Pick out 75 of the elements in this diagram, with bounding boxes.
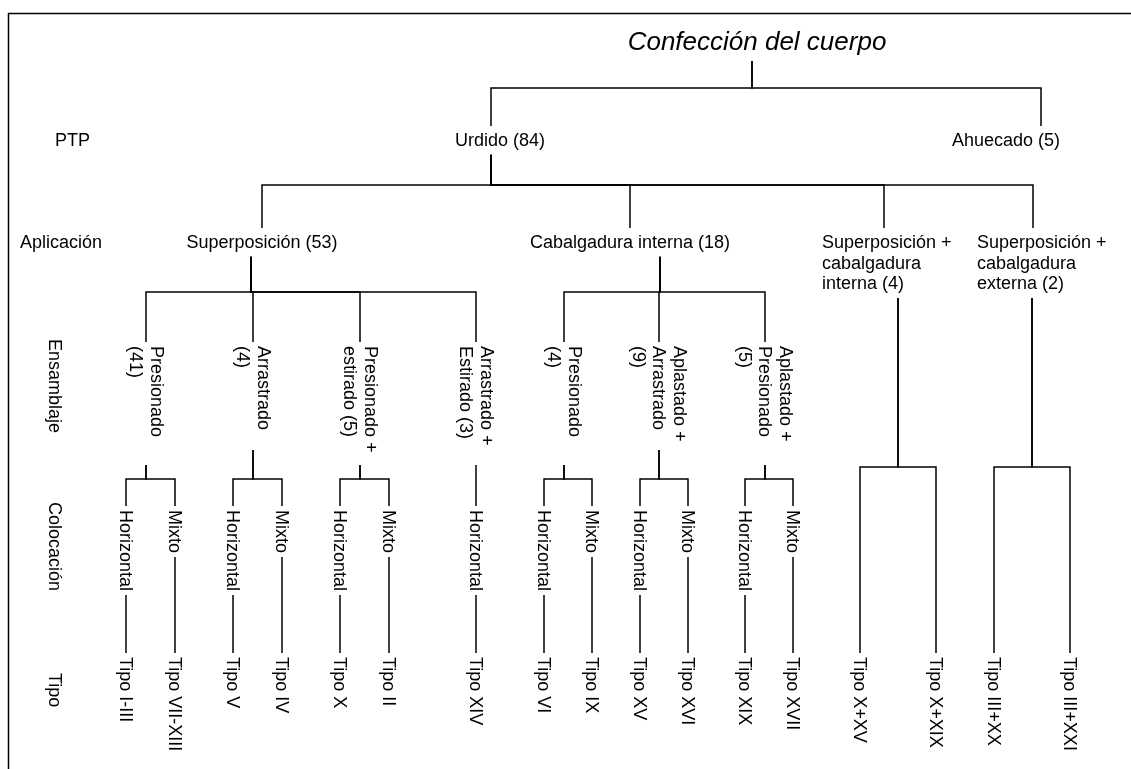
tree-connector [339, 594, 341, 654]
tree-node-label: Tipo V [222, 657, 244, 709]
tree-connector [751, 60, 1042, 127]
tree-connector [359, 464, 390, 507]
tree-node-label: Mixto [782, 510, 804, 553]
tree-connector [475, 464, 477, 507]
tree-connector [658, 449, 689, 507]
tree-connector [388, 556, 390, 654]
tree-node-label: Horizontal [533, 510, 555, 592]
tree-connector [792, 556, 794, 654]
tree-node-label: Mixto [271, 510, 293, 553]
tree-node-label: Horizontal [329, 510, 351, 592]
tree-node-label: Horizontal [115, 510, 137, 592]
tree-connector [687, 556, 689, 654]
tree-connector [232, 594, 234, 654]
tree-connector [591, 556, 593, 654]
tree-node-label: Horizontal [734, 510, 756, 592]
tree-connector [174, 556, 176, 654]
tree-connector [281, 556, 283, 654]
tree-connector [744, 594, 746, 654]
tree-connector [897, 297, 937, 654]
tree-node-label: Tipo XIX [734, 657, 756, 726]
level-label: PTP [55, 130, 90, 151]
tree-connector [125, 594, 127, 654]
tree-node-label: Tipo X+XV [849, 657, 871, 743]
tree-node-label: Tipo XVII [782, 657, 804, 731]
tree-connector [145, 464, 176, 507]
tree-connector [490, 153, 1034, 229]
tree-node-label: Mixto [164, 510, 186, 553]
tree-node-label: Tipo XV [629, 657, 651, 721]
tree-connector [659, 255, 766, 343]
tree-node-label: Tipo II [378, 657, 400, 707]
tree-node-label: Ahuecado (5) [951, 130, 1061, 151]
tree-node-label: Tipo IX [581, 657, 603, 714]
tree-node-label: Tipo IV [271, 657, 293, 714]
tree-node-label: Superposición + cabalgadura interna (4) [822, 232, 962, 295]
tree-connector [764, 464, 794, 507]
tree-node-label: Mixto [677, 510, 699, 553]
tree-connector [475, 594, 477, 654]
tree-connector [1031, 297, 1071, 654]
tree-node-label: Horizontal [465, 510, 487, 592]
tree-node-label: Tipo X+XIX [925, 657, 947, 748]
tree-connector [252, 449, 283, 507]
tree-node-label: Urdido (84) [455, 130, 545, 151]
root-node-label: Confección del cuerpo [627, 27, 887, 57]
tree-node-label: Cabalgadura interna (18) [529, 232, 731, 253]
tree-node-label: Aplastado + Presionado (5) [733, 346, 797, 461]
tree-node-label: Tipo III+XXI [1059, 657, 1081, 751]
tree-node-label: Superposición + cabalgadura externa (2) [977, 232, 1117, 295]
tree-connector [543, 594, 545, 654]
tree-node-label: Tipo X [329, 657, 351, 709]
tree-node-label: Presionado + estirado (5) [339, 346, 381, 461]
tree-node-label: Tipo III+XX [983, 657, 1005, 746]
tree-node-label: Tipo VI [533, 657, 555, 714]
tree-node-label: Mixto [581, 510, 603, 553]
level-label: Tipo [44, 673, 66, 708]
tree-node-label: Arrastrado + Estirado (3) [455, 346, 497, 461]
level-label: Colocación [44, 502, 66, 592]
tree-node-label: Superposición (53) [186, 232, 338, 253]
tree-node-label: Aplastado + Arrastrado (9) [627, 346, 691, 446]
tree-node-label: Arrastrado (4) [232, 346, 274, 446]
tree-node-label: Tipo XVI [677, 657, 699, 726]
tree-node-label: Presionado (4) [543, 346, 585, 461]
tree-node-label: Presionado (41) [125, 346, 167, 461]
tree-node-label: Horizontal [222, 510, 244, 592]
tree-node-label: Mixto [378, 510, 400, 553]
tree-node-label: Horizontal [629, 510, 651, 592]
tree-node-label: Tipo VII-XIII [164, 657, 186, 752]
tree-connector [563, 464, 593, 507]
tree-node-label: Tipo XIV [465, 657, 487, 726]
tree-connector [250, 255, 477, 343]
level-label: Ensamblaje [44, 339, 66, 434]
tree-node-label: Tipo I-III [115, 657, 137, 723]
tree-connector [639, 594, 641, 654]
level-label: Aplicación [20, 232, 103, 253]
